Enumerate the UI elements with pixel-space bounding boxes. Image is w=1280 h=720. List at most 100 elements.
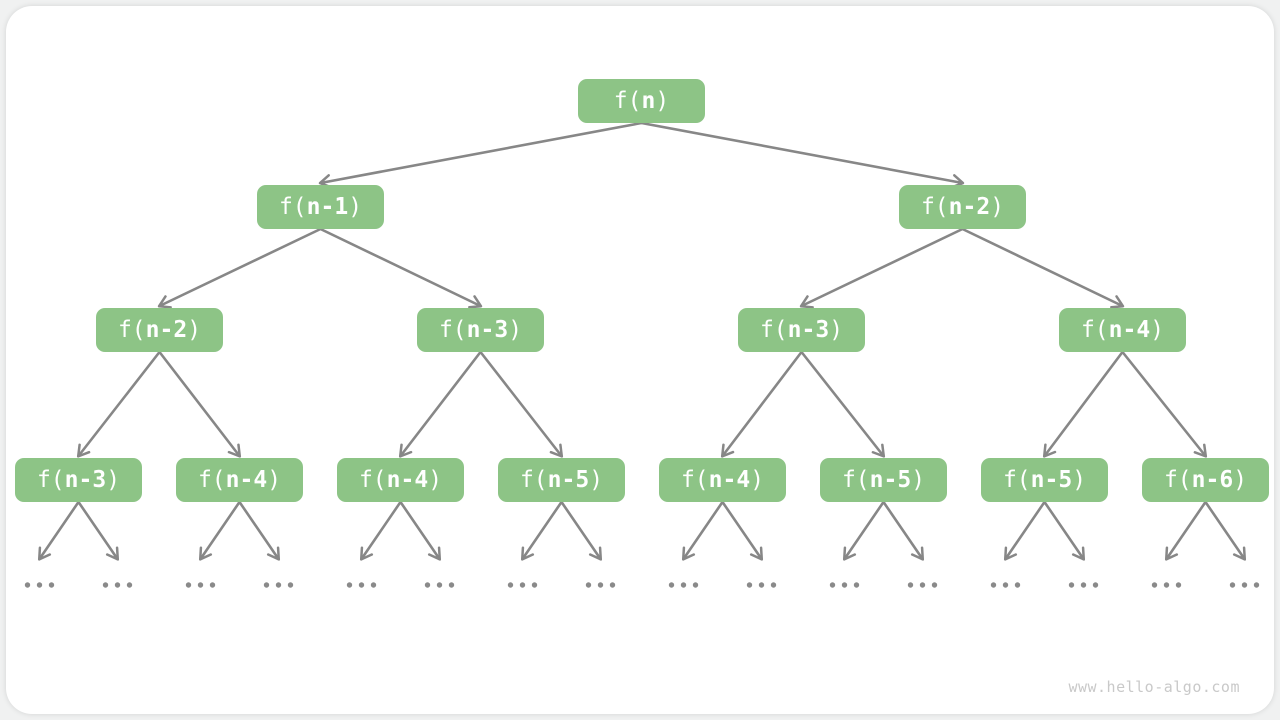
ellipsis-dot	[370, 582, 377, 588]
ellipsis-dot	[1253, 582, 1260, 588]
node-label-suffix: )	[1072, 467, 1087, 493]
tree-edge	[640, 121, 965, 189]
ellipsis-dot	[853, 582, 860, 588]
ellipsis-dot	[519, 582, 526, 588]
ellipsis-dot	[209, 582, 216, 588]
node-label-prefix: f(	[759, 317, 788, 343]
node-label-suffix: )	[990, 194, 1005, 220]
tree-edge	[1003, 500, 1046, 561]
ellipsis-dot	[770, 582, 777, 588]
node-label-prefix: f(	[358, 467, 387, 493]
ellipsis-dot	[1080, 582, 1087, 588]
tree-edge	[560, 500, 603, 561]
node-label-prefix: f(	[920, 194, 949, 220]
ellipsis-dot	[692, 582, 699, 588]
ellipsis-dot	[102, 582, 109, 588]
tree-edge	[1042, 350, 1124, 458]
tree-node-f(n-5): f(n-5)	[820, 458, 947, 502]
ellipsis-dot	[531, 582, 538, 588]
ellipsis-dot	[1175, 582, 1182, 588]
tree-node-f(n-6): f(n-6)	[1142, 458, 1269, 502]
node-label-suffix: )	[655, 88, 670, 114]
ellipsis-dot	[680, 582, 687, 588]
ellipsis-leaf	[746, 582, 777, 588]
ellipsis-leaf	[24, 582, 55, 588]
tree-edge	[398, 350, 482, 458]
ellipsis-dot	[1229, 582, 1236, 588]
node-label-prefix: f(	[680, 467, 709, 493]
tree-edge	[1204, 500, 1247, 561]
node-label-argument: n-4	[225, 467, 268, 493]
ellipsis-dot	[48, 582, 55, 588]
tree-edge	[359, 500, 402, 561]
tree-edge	[77, 500, 120, 561]
node-label-argument: n-4	[708, 467, 751, 493]
tree-node-f(n-2): f(n-2)	[96, 308, 223, 352]
node-label-prefix: f(	[1002, 467, 1031, 493]
tree-edge	[721, 500, 764, 561]
node-label-suffix: )	[589, 467, 604, 493]
ellipsis-dot	[829, 582, 836, 588]
tree-edge	[800, 350, 886, 458]
node-label-argument: n	[641, 88, 656, 114]
ellipsis-dot	[263, 582, 270, 588]
node-label-suffix: )	[1233, 467, 1248, 493]
node-label-argument: n-6	[1191, 467, 1234, 493]
tree-leaf-ellipses	[24, 582, 1260, 588]
node-label-prefix: f(	[197, 467, 226, 493]
ellipsis-dot	[448, 582, 455, 588]
ellipsis-dot	[1151, 582, 1158, 588]
node-label-suffix: )	[1150, 317, 1165, 343]
node-label-prefix: f(	[841, 467, 870, 493]
node-label-suffix: )	[750, 467, 765, 493]
tree-node-f(n-4): f(n-4)	[1059, 308, 1186, 352]
tree-edge	[882, 500, 925, 561]
node-label-argument: n-3	[787, 317, 830, 343]
node-label-argument: n-5	[1030, 467, 1073, 493]
tree-node-f(n-3): f(n-3)	[417, 308, 544, 352]
ellipsis-leaf	[424, 582, 455, 588]
node-label-prefix: f(	[117, 317, 146, 343]
node-label-prefix: f(	[36, 467, 65, 493]
node-label-suffix: )	[428, 467, 443, 493]
watermark: www.hello-algo.com	[1068, 678, 1240, 696]
ellipsis-leaf	[829, 582, 860, 588]
ellipsis-dot	[597, 582, 604, 588]
ellipsis-dot	[24, 582, 31, 588]
tree-edge	[157, 227, 322, 309]
ellipsis-dot	[1068, 582, 1075, 588]
tree-edge	[399, 500, 442, 561]
tree-edge	[842, 500, 885, 561]
ellipsis-dot	[275, 582, 282, 588]
ellipsis-dot	[841, 582, 848, 588]
ellipsis-dot	[758, 582, 765, 588]
ellipsis-leaf	[507, 582, 538, 588]
ellipsis-leaf	[990, 582, 1021, 588]
node-label-prefix: f(	[278, 194, 307, 220]
tree-edge	[37, 500, 80, 561]
ellipsis-dot	[990, 582, 997, 588]
ellipsis-dot	[36, 582, 43, 588]
tree-edge	[318, 121, 643, 189]
tree-edges	[37, 121, 1247, 561]
tree-edge	[1043, 500, 1086, 561]
tree-edge	[681, 500, 724, 561]
tree-edge	[961, 227, 1125, 309]
node-label-argument: n-1	[306, 194, 349, 220]
tree-node-f(n-4): f(n-4)	[337, 458, 464, 502]
node-label-suffix: )	[348, 194, 363, 220]
tree-node-f(n-4): f(n-4)	[176, 458, 303, 502]
tree-node-f(n-3): f(n-3)	[738, 308, 865, 352]
node-label-prefix: f(	[613, 88, 642, 114]
tree-edge	[238, 500, 281, 561]
node-label-prefix: f(	[519, 467, 548, 493]
node-label-prefix: f(	[438, 317, 467, 343]
tree-node-f(n-4): f(n-4)	[659, 458, 786, 502]
ellipsis-dot	[907, 582, 914, 588]
ellipsis-dot	[197, 582, 204, 588]
tree-edge	[720, 350, 803, 458]
tree-node-f(n-3): f(n-3)	[15, 458, 142, 502]
tree-edge	[76, 350, 161, 458]
ellipsis-dot	[287, 582, 294, 588]
